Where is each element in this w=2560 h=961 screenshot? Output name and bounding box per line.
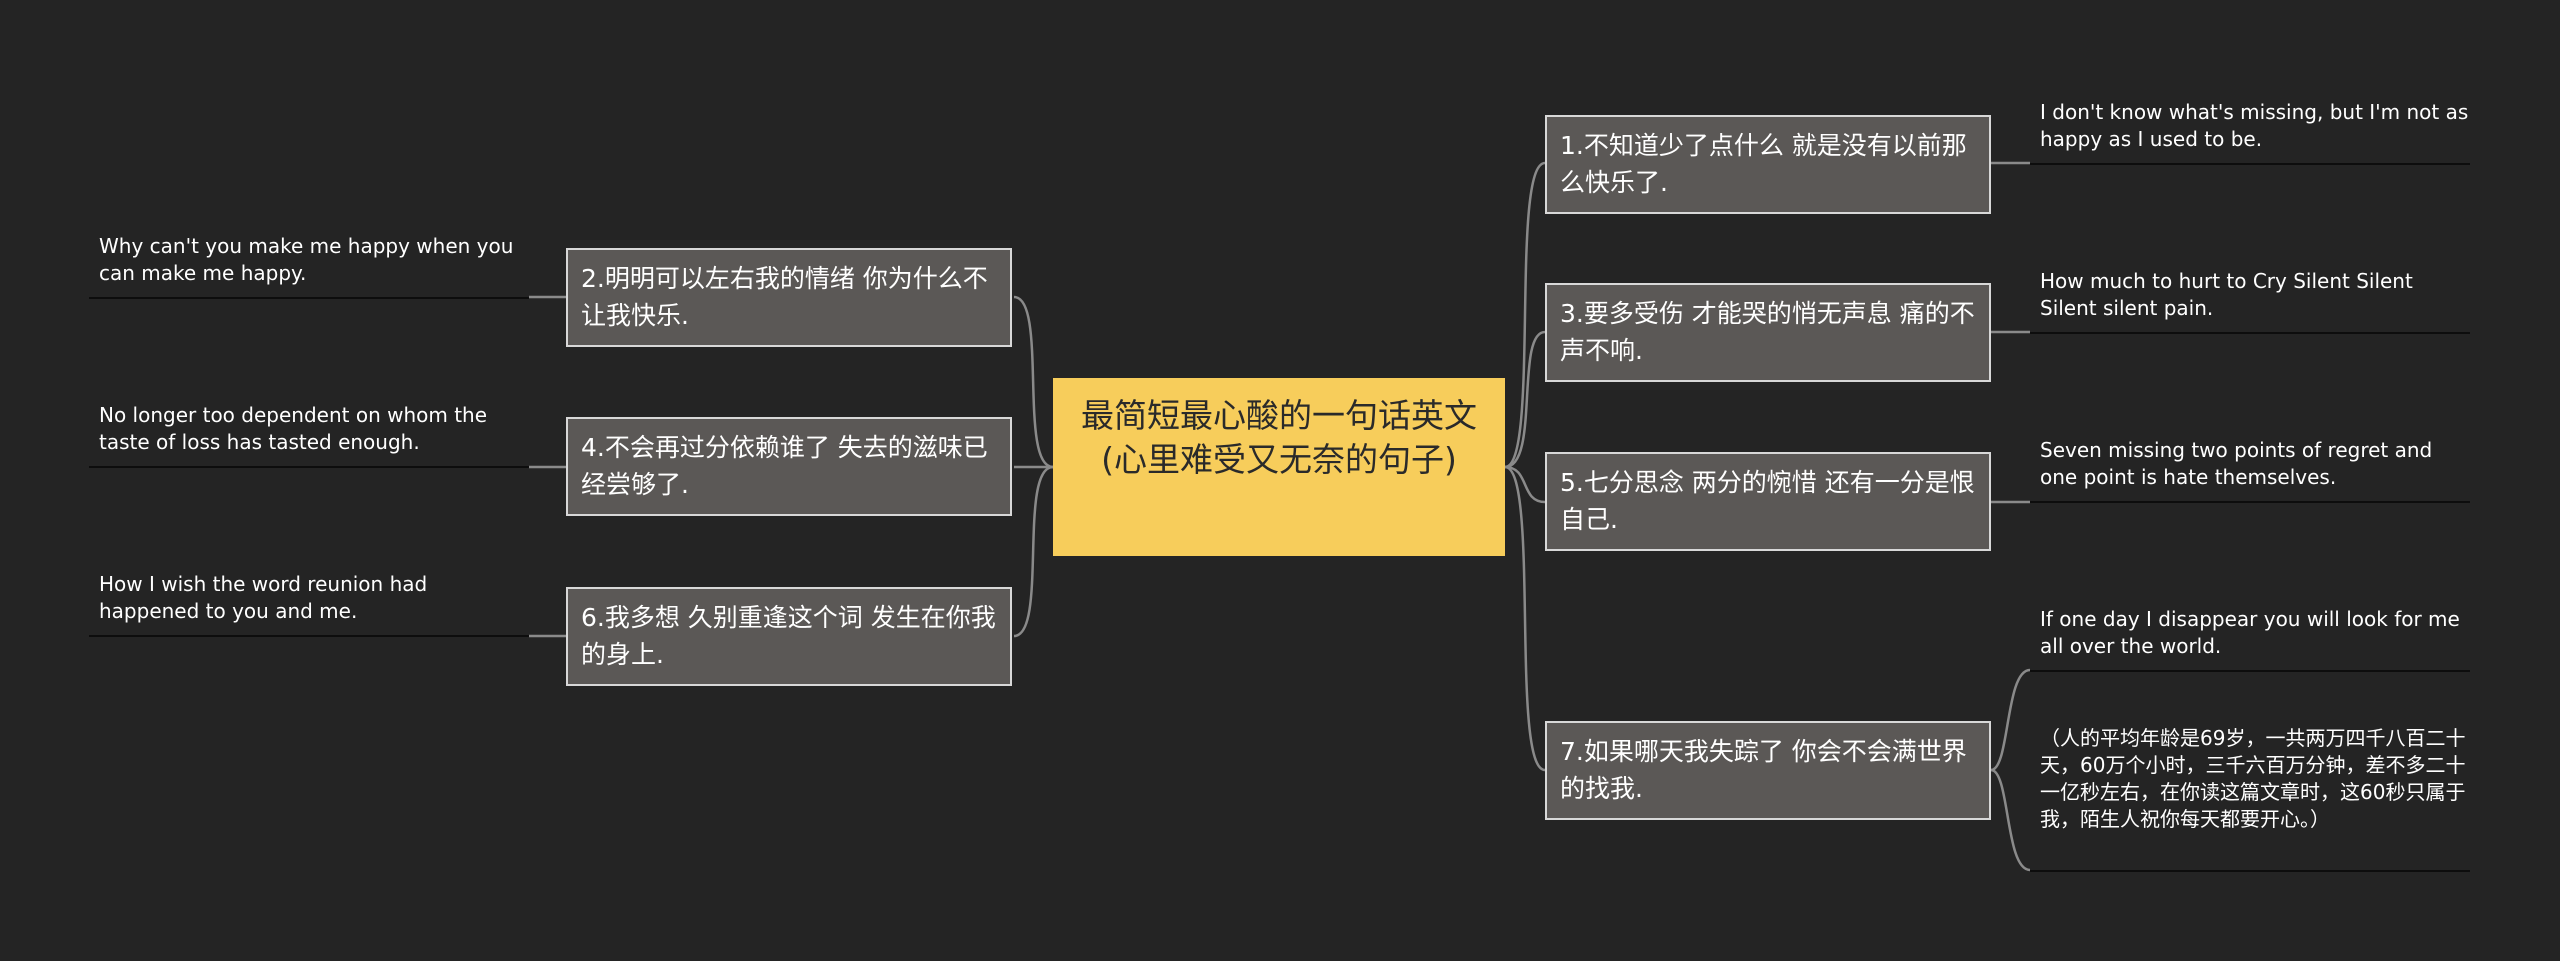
branch-node-2[interactable]: 2.明明可以左右我的情绪 你为什么不让我快乐. [566,248,1012,347]
leaf-branch-1[interactable]: I don't know what's missing, but I'm not… [2030,99,2470,165]
connector-branch-7-leaf-2 [1990,768,2031,872]
leaf-branch-3[interactable]: How much to hurt to Cry Silent Silent Si… [2030,268,2470,334]
connector-center-branch-3 [1504,330,1546,469]
connector-center-branch-7 [1504,465,1546,772]
branch-node-7[interactable]: 7.如果哪天我失踪了 你会不会满世界的找我. [1545,721,1991,820]
connector-branch-7-leaf-1 [1990,668,2031,772]
central-topic[interactable]: 最简短最心酸的一句话英文(心里难受又无奈的句子) [1053,378,1505,556]
branch-node-4[interactable]: 4.不会再过分依赖谁了 失去的滋味已经尝够了. [566,417,1012,516]
branch-node-3[interactable]: 3.要多受伤 才能哭的悄无声息 痛的不声不响. [1545,283,1991,382]
leaf-branch-4[interactable]: No longer too dependent on whom the tast… [89,402,529,468]
branch-node-1[interactable]: 1.不知道少了点什么 就是没有以前那么快乐了. [1545,115,1991,214]
connector-center-branch-2 [1013,295,1054,469]
branch-node-5[interactable]: 5.七分思念 两分的惋惜 还有一分是恨自己. [1545,452,1991,551]
branch-node-6[interactable]: 6.我多想 久别重逢这个词 发生在你我的身上. [566,587,1012,686]
leaf-branch-7-1[interactable]: If one day I disappear you will look for… [2030,606,2470,672]
connector-center-branch-1 [1504,161,1546,469]
leaf-branch-6[interactable]: How I wish the word reunion had happened… [89,571,529,637]
leaf-branch-5[interactable]: Seven missing two points of regret and o… [2030,437,2470,503]
connector-center-branch-5 [1504,465,1546,504]
leaf-branch-7-2[interactable]: （人的平均年龄是69岁，一共两万四千八百二十天，60万个小时，三千六百万分钟，差… [2030,725,2470,872]
connector-center-branch-6 [1013,465,1054,638]
leaf-branch-2[interactable]: Why can't you make me happy when you can… [89,233,529,299]
